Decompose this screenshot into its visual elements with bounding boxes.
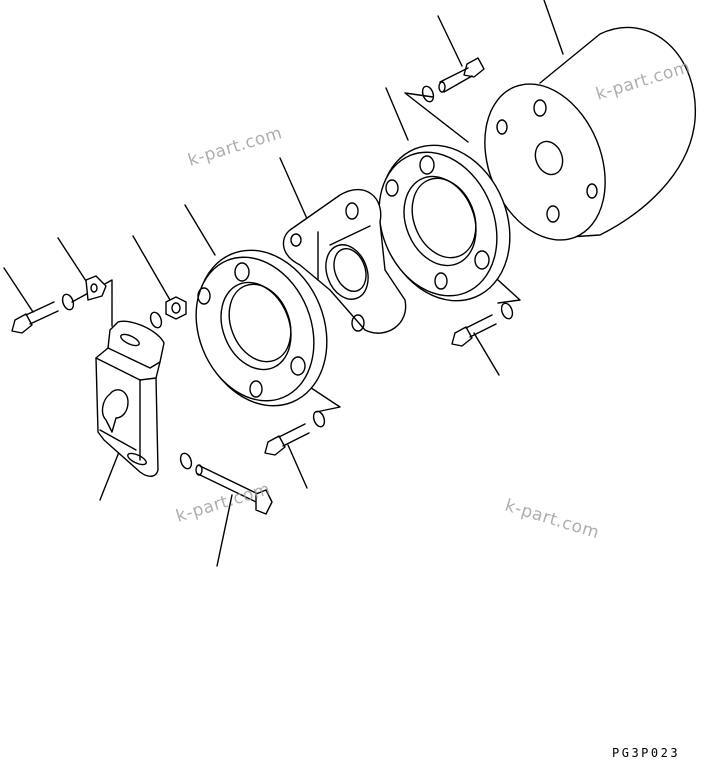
housing-bolt-hole	[547, 206, 559, 222]
washer-top	[421, 85, 436, 103]
washer-lower	[312, 410, 327, 428]
flange-bolt-hole	[435, 273, 447, 289]
right-bolt	[452, 315, 496, 346]
flange-bolt-hole	[250, 381, 262, 397]
lock-plate	[86, 276, 106, 300]
watermark: k-part.com	[186, 123, 285, 171]
washer-left	[61, 293, 76, 311]
washer-nut	[149, 311, 164, 329]
long-bolt	[196, 465, 272, 514]
group-line-right	[498, 280, 520, 303]
flange-bolt-hole	[475, 251, 489, 269]
flange-bolt-hole	[291, 357, 305, 375]
left-bolt	[12, 302, 58, 333]
leader-long-bolt	[217, 495, 232, 566]
bracket-keyhole	[103, 390, 128, 432]
leader-rear-flange-plate	[386, 88, 408, 140]
flange-bolt-hole	[198, 288, 210, 304]
watermark: k-part.com	[503, 496, 602, 544]
front-flange-plate	[175, 231, 350, 426]
drawing-code: PG3P023	[612, 746, 680, 760]
leader-front-flange-plate	[185, 205, 215, 255]
bracket	[96, 321, 164, 476]
flange-bolt-hole	[235, 263, 249, 281]
lower-bolt	[265, 424, 309, 455]
bracket-slot	[126, 451, 148, 467]
leader-top-bolt	[438, 16, 462, 66]
washer-long-bolt	[179, 452, 194, 470]
nut	[166, 297, 186, 319]
leader-lower-bolt	[288, 445, 307, 488]
leader-lines	[4, 0, 563, 566]
group-line-top	[405, 93, 468, 142]
flange-bolt-hole	[420, 156, 434, 174]
housing-bolt-hole	[587, 184, 597, 198]
motor-housing	[463, 27, 696, 258]
bracket-slot	[119, 332, 141, 348]
flange-ear-hole	[352, 315, 364, 331]
leader-lock-plate	[58, 238, 88, 284]
group-line-left	[72, 280, 112, 326]
flange-bolt-hole	[386, 180, 398, 196]
top-bolt	[439, 58, 484, 92]
housing-bolt-hole	[497, 120, 507, 134]
bearing-flange	[283, 190, 405, 334]
washer-right	[500, 302, 515, 320]
leader-left-bolt	[4, 268, 33, 312]
flange-ear-hole	[291, 234, 301, 246]
housing-bolt-hole	[534, 100, 546, 116]
rear-flange-plate	[358, 126, 533, 321]
leader-nut	[133, 236, 170, 300]
leader-right-bolt	[474, 333, 499, 375]
leader-bracket	[100, 452, 119, 500]
leader-motor-housing	[544, 0, 563, 54]
flange-ear-hole	[346, 203, 358, 219]
housing-center-bore	[531, 137, 568, 178]
